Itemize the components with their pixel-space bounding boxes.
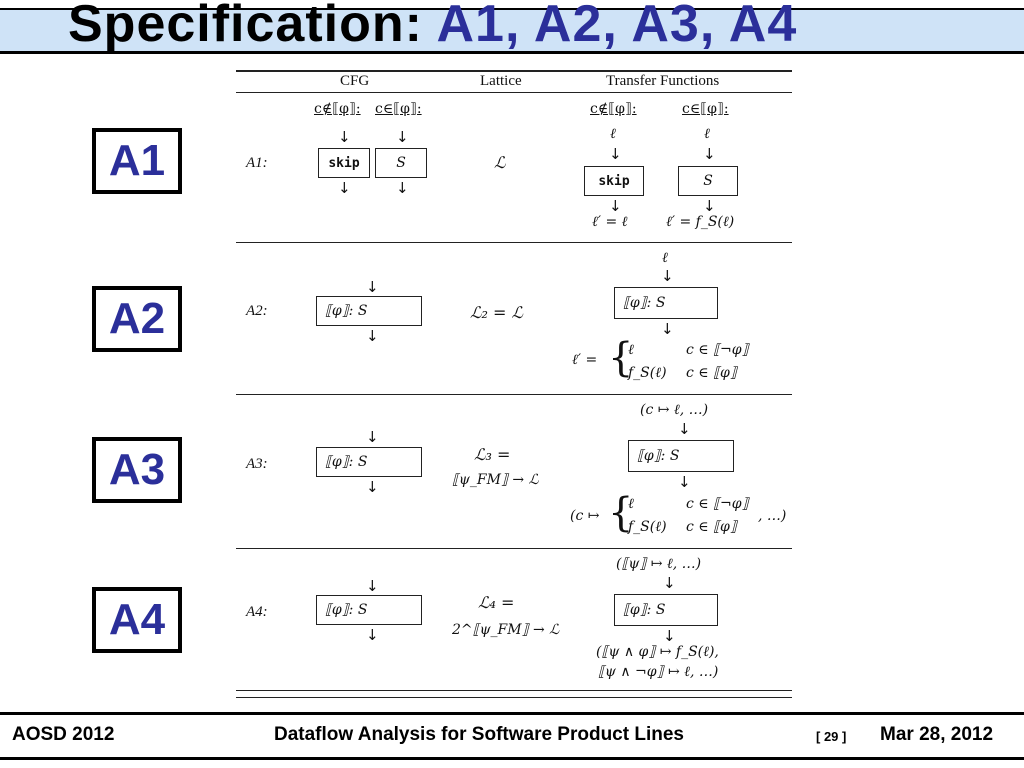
footer-page-number: [ 29 ]	[816, 729, 847, 744]
tf-input: (⟦ψ⟧ ↦ ℓ, …)	[616, 556, 702, 572]
lattice-value: ℒ₂ = ℒ	[470, 303, 524, 322]
arrow-down-icon: ↓	[661, 267, 674, 285]
arrow-down-icon: ↓	[366, 577, 379, 595]
arrow-down-icon: ↓	[663, 627, 676, 645]
table-header-rule	[236, 92, 792, 93]
cfg-node: ⟦φ⟧: S	[316, 595, 422, 625]
tf-output-lhs: (c ↦	[570, 508, 600, 524]
tf-cond-in: c∈⟦φ⟧:	[682, 101, 729, 117]
lattice-line: 2^⟦ψ_FM⟧ → ℒ	[452, 622, 560, 638]
cfg-s-node: S	[375, 148, 427, 178]
cfg-cond-in: c∈⟦φ⟧:	[375, 101, 422, 117]
case-value: f_S(ℓ)	[628, 519, 667, 535]
tf-skip-node: skip	[584, 166, 644, 196]
badge-a1: A1	[92, 128, 182, 194]
badge-a4: A4	[92, 587, 182, 653]
lattice-line: ℒ₄ =	[478, 593, 515, 612]
case-condition: c ∈ ⟦¬φ⟧	[686, 342, 749, 358]
lattice-line: ℒ₃ =	[474, 445, 511, 464]
row-label: A1:	[246, 155, 268, 171]
footer-bar	[0, 712, 1024, 760]
arrow-down-icon: ↓	[678, 473, 691, 491]
arrow-down-icon: ↓	[703, 145, 716, 163]
row-label: A2:	[246, 303, 268, 319]
slide-title: Specification: A1, A2, A3, A4	[68, 0, 797, 52]
arrow-down-icon: ↓	[609, 145, 622, 163]
arrow-down-icon: ↓	[366, 626, 379, 644]
tf-output: ⟦ψ ∧ ¬φ⟧ ↦ ℓ, …)	[598, 664, 719, 680]
tf-node: ⟦φ⟧: S	[614, 594, 718, 626]
cfg-cond-notin: c∉⟦φ⟧:	[314, 101, 361, 117]
arrow-down-icon: ↓	[338, 179, 351, 197]
arrow-down-icon: ↓	[661, 320, 674, 338]
tf-input: ℓ	[704, 126, 710, 142]
table-bottom-rule	[236, 697, 792, 698]
tf-s-node: S	[678, 166, 738, 196]
badge-a2: A2	[92, 286, 182, 352]
row-divider	[236, 242, 792, 243]
tf-output: (⟦ψ ∧ φ⟧ ↦ f_S(ℓ),	[596, 644, 719, 660]
lattice-value: ℒ	[494, 153, 506, 172]
left-brace: {	[608, 335, 634, 381]
header-cfg: CFG	[340, 73, 370, 89]
arrow-down-icon: ↓	[366, 478, 379, 496]
tf-input: ℓ	[662, 250, 668, 266]
case-value: ℓ	[628, 342, 634, 358]
arrow-down-icon: ↓	[609, 197, 622, 215]
cfg-skip-node: skip	[318, 148, 370, 178]
tf-output: ℓ′ = ℓ	[592, 214, 628, 230]
case-condition: c ∈ ⟦φ⟧	[686, 365, 737, 381]
arrow-down-icon: ↓	[663, 574, 676, 592]
tf-output-lhs: ℓ′ =	[572, 352, 598, 368]
arrow-down-icon: ↓	[366, 428, 379, 446]
row-divider	[236, 394, 792, 395]
tf-cond-notin: c∉⟦φ⟧:	[590, 101, 637, 117]
arrow-down-icon: ↓	[366, 327, 379, 345]
header-transfer-functions: Transfer Functions	[606, 73, 720, 89]
case-value: f_S(ℓ)	[628, 365, 667, 381]
lattice-line: ⟦ψ_FM⟧ → ℒ	[452, 472, 539, 488]
tf-input: (c ↦ ℓ, …)	[640, 402, 709, 418]
footer-date: Mar 28, 2012	[880, 724, 994, 745]
row-label: A4:	[246, 604, 268, 620]
table-bottom-rule	[236, 690, 792, 691]
case-value: ℓ	[628, 496, 634, 512]
tf-node: ⟦φ⟧: S	[614, 287, 718, 319]
cfg-node: ⟦φ⟧: S	[316, 447, 422, 477]
row-label: A3:	[246, 456, 268, 472]
left-brace: {	[608, 490, 634, 536]
arrow-down-icon: ↓	[396, 128, 409, 146]
header-lattice: Lattice	[480, 73, 522, 89]
footer-conference: AOSD 2012	[12, 724, 115, 745]
arrow-down-icon: ↓	[338, 128, 351, 146]
title-prefix: Specification:	[68, 0, 437, 53]
arrow-down-icon: ↓	[678, 420, 691, 438]
arrow-down-icon: ↓	[703, 197, 716, 215]
tf-output-rhs: , …)	[758, 508, 787, 524]
tf-input: ℓ	[610, 126, 616, 142]
row-divider	[236, 548, 792, 549]
case-condition: c ∈ ⟦¬φ⟧	[686, 496, 749, 512]
tf-node: ⟦φ⟧: S	[628, 440, 734, 472]
arrow-down-icon: ↓	[366, 278, 379, 296]
table-top-rule	[236, 70, 792, 72]
badge-a3: A3	[92, 437, 182, 503]
footer-talk-title: Dataflow Analysis for Software Product L…	[274, 724, 684, 745]
title-items: A1, A2, A3, A4	[436, 0, 798, 53]
cfg-node: ⟦φ⟧: S	[316, 296, 422, 326]
title-bar	[0, 8, 1024, 54]
tf-output: ℓ′ = f_S(ℓ)	[666, 214, 735, 230]
case-condition: c ∈ ⟦φ⟧	[686, 519, 737, 535]
arrow-down-icon: ↓	[396, 179, 409, 197]
